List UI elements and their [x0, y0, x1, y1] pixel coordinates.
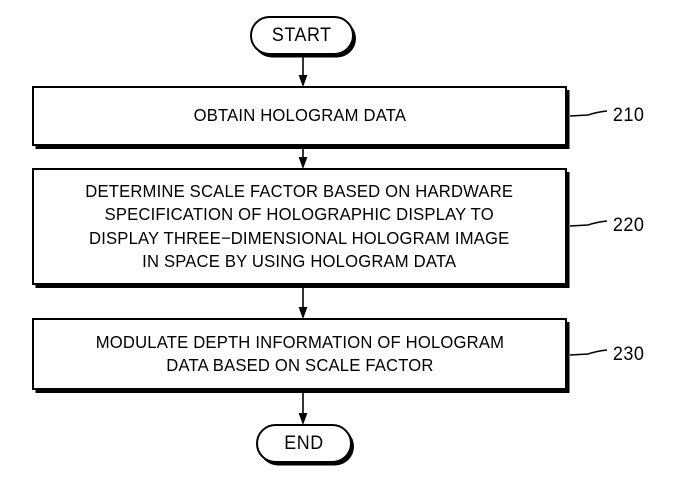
reference-numeral-210: 210 — [612, 105, 645, 126]
connector-230-to-end — [298, 391, 308, 425]
leader-line-220 — [569, 220, 608, 227]
node-start: START — [250, 16, 354, 55]
node-step-220-label: DETERMINE SCALE FACTOR BASED ON HARDWARE… — [85, 181, 514, 271]
leader-line-230 — [569, 349, 608, 356]
node-step-210-label: OBTAIN HOLOGRAM DATA — [193, 105, 406, 126]
node-step-210: OBTAIN HOLOGRAM DATA — [32, 86, 567, 146]
reference-numeral-230: 230 — [612, 344, 645, 365]
connector-start-to-210 — [298, 56, 308, 87]
node-start-label: START — [272, 25, 332, 46]
connector-220-to-230 — [298, 286, 308, 319]
node-step-230-label: MODULATE DEPTH INFORMATION OF HOLOGRAM D… — [95, 331, 504, 375]
reference-numeral-220: 220 — [612, 215, 645, 236]
node-step-220: DETERMINE SCALE FACTOR BASED ON HARDWARE… — [32, 168, 567, 285]
node-step-230: MODULATE DEPTH INFORMATION OF HOLOGRAM D… — [32, 318, 567, 390]
node-end-label: END — [284, 433, 324, 454]
node-end: END — [256, 424, 352, 463]
connector-210-to-220 — [298, 147, 308, 169]
leader-line-210 — [569, 110, 608, 117]
